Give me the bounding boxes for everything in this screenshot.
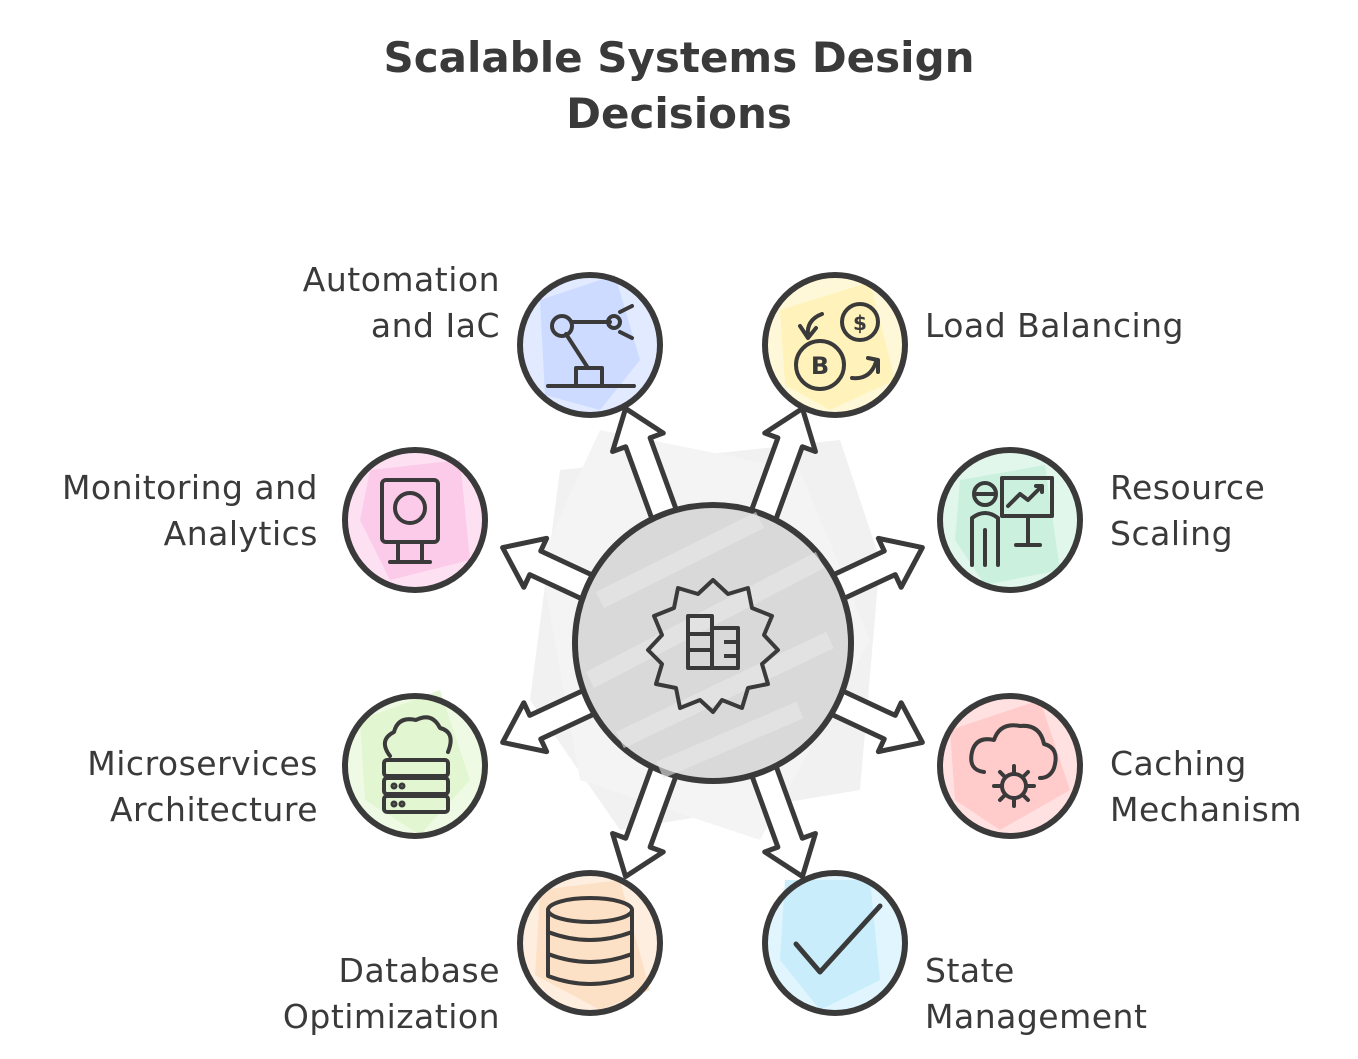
label-automation: Automation and IaC bbox=[200, 257, 500, 349]
label-database-line-1: Database bbox=[338, 951, 500, 990]
database-icon bbox=[546, 896, 634, 986]
label-resource-scaling-line-1: Resource bbox=[1110, 468, 1266, 507]
label-microservices-line-1: Microservices bbox=[87, 744, 318, 783]
label-automation-line-2: and IaC bbox=[370, 306, 500, 345]
node-state bbox=[762, 870, 908, 1016]
label-microservices: Microservices Architecture bbox=[18, 741, 318, 833]
node-automation bbox=[517, 272, 663, 418]
svg-text:B: B bbox=[811, 352, 829, 380]
label-resource-scaling: Resource Scaling bbox=[1110, 465, 1340, 557]
label-caching-line-1: Caching bbox=[1110, 744, 1247, 783]
label-monitoring-line-2: Analytics bbox=[163, 514, 318, 553]
node-monitoring bbox=[342, 447, 488, 593]
checkmark-icon bbox=[793, 903, 883, 975]
label-load-balancing: Load Balancing bbox=[925, 303, 1245, 349]
node-microservices bbox=[342, 690, 488, 839]
label-resource-scaling-line-2: Scaling bbox=[1110, 514, 1234, 553]
label-state-line-1: State bbox=[925, 951, 1015, 990]
node-database bbox=[517, 870, 663, 1016]
label-automation-line-1: Automation bbox=[302, 260, 500, 299]
node-resource-scaling bbox=[937, 447, 1083, 593]
hub-circle bbox=[572, 502, 854, 784]
svg-text:$: $ bbox=[853, 311, 867, 335]
title-line-1: Scalable Systems Design bbox=[383, 33, 975, 82]
label-monitoring-line-1: Monitoring and bbox=[61, 468, 318, 507]
label-load-balancing-line-1: Load Balancing bbox=[925, 306, 1184, 345]
label-monitoring: Monitoring and Analytics bbox=[18, 465, 318, 557]
label-caching-line-2: Mechanism bbox=[1110, 790, 1302, 829]
label-state-line-2: Management bbox=[925, 997, 1148, 1036]
monitor-icon bbox=[380, 478, 440, 564]
label-caching: Caching Mechanism bbox=[1110, 741, 1350, 833]
label-database: Database Optimization bbox=[200, 948, 500, 1040]
label-state: State Management bbox=[925, 948, 1225, 1040]
robot-arm-icon bbox=[546, 304, 636, 388]
label-database-line-2: Optimization bbox=[282, 997, 500, 1036]
presenter-chart-icon bbox=[970, 476, 1054, 567]
node-load-balancing: $ B bbox=[762, 272, 908, 418]
gear-building-icon bbox=[646, 578, 780, 714]
page-title: Scalable Systems Design Decisions bbox=[0, 30, 1358, 142]
cloud-gear-icon bbox=[969, 723, 1058, 808]
node-caching bbox=[937, 693, 1083, 839]
title-line-2: Decisions bbox=[566, 89, 792, 138]
label-microservices-line-2: Architecture bbox=[109, 790, 318, 829]
cloud-server-icon bbox=[382, 715, 453, 814]
coin-exchange-icon: $ B bbox=[794, 302, 880, 391]
